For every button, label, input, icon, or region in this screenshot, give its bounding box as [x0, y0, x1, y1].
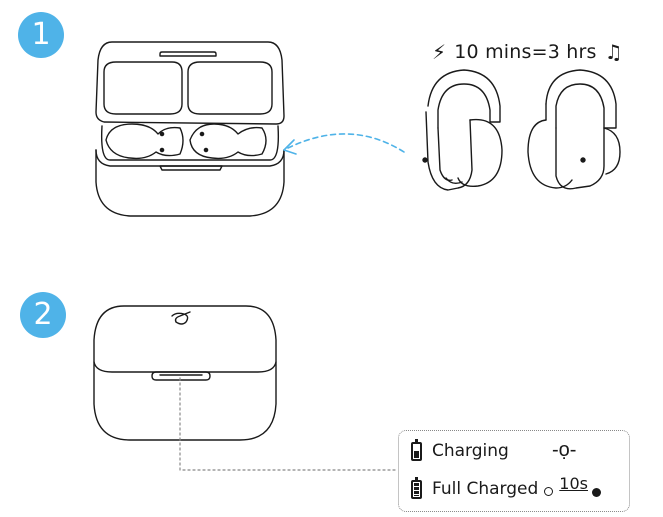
charge-note-text: 10 mins=3 hrs — [454, 41, 597, 63]
charging-label: Charging — [432, 441, 509, 461]
open-charging-case — [95, 41, 285, 217]
legend-row-charging: Charging — [411, 438, 509, 461]
led-off-icon — [591, 487, 601, 497]
step-1-badge: 1 — [18, 12, 64, 58]
led-on-icon — [544, 486, 554, 496]
earbud-left — [422, 69, 503, 191]
legend-row-full: Full Charged 10s — [411, 474, 601, 499]
closed-charging-case — [93, 305, 277, 441]
led-legend: Charging -ọ- Full Charged 10s — [398, 430, 630, 512]
music-note-icon: ♫ — [604, 40, 623, 64]
battery-half-icon — [411, 438, 422, 461]
charge-note: ⚡ 10 mins=3 hrs ♫ — [432, 40, 623, 64]
timer-label: 10s — [559, 473, 588, 493]
insert-arrow — [283, 133, 405, 155]
battery-full-icon — [411, 476, 422, 499]
lightning-bolt-icon: ⚡ — [432, 40, 447, 64]
led-blinking-icon: -ọ- — [552, 439, 577, 461]
earbud-right — [527, 69, 621, 190]
step-2-badge: 2 — [20, 292, 66, 338]
full-charged-label: Full Charged — [432, 479, 539, 499]
